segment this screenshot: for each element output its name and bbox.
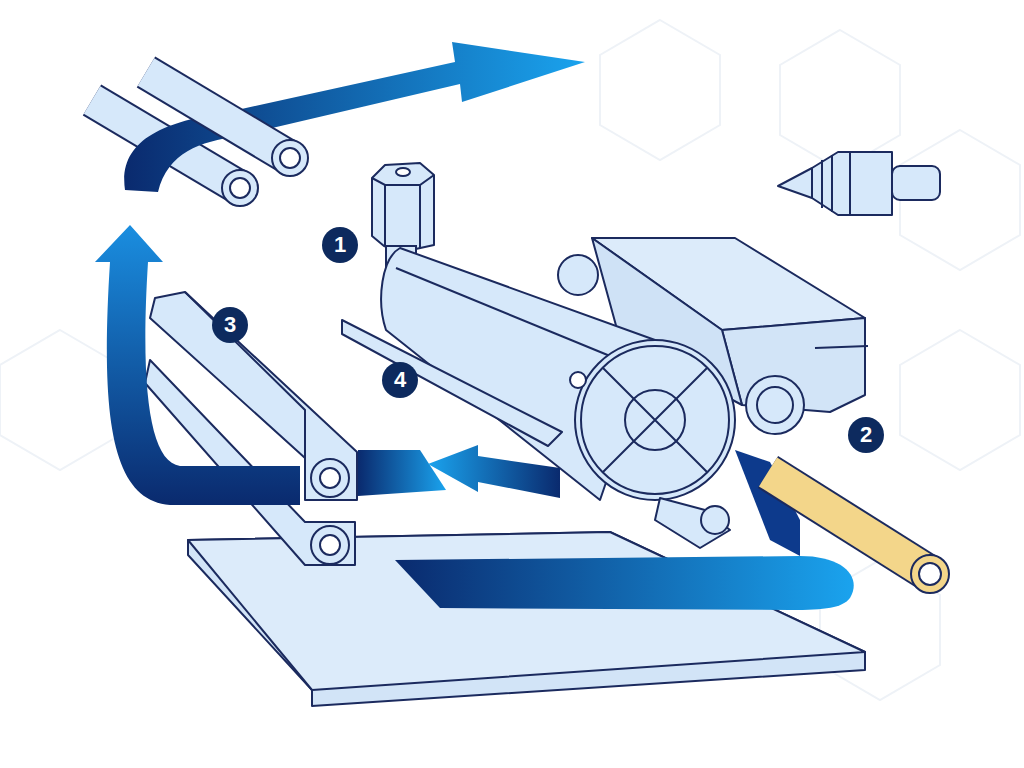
hexagon-background — [0, 20, 1020, 700]
base-plate-side — [188, 532, 865, 706]
callout-circle — [212, 307, 248, 343]
callout-number: 2 — [848, 417, 884, 453]
roller-rim — [581, 346, 729, 494]
roller-bore — [320, 468, 340, 488]
housing-slot — [815, 346, 868, 348]
rod-end — [911, 555, 949, 593]
roller-bore — [757, 387, 793, 423]
base-plate — [188, 532, 865, 690]
callout-circle — [848, 417, 884, 453]
roller-end — [311, 459, 349, 497]
flow-arrow — [124, 42, 585, 192]
pressure-roller — [746, 376, 804, 434]
rod-bore — [919, 563, 941, 585]
upper-roller-bar — [150, 292, 357, 500]
support-roller — [701, 506, 729, 534]
guide-roller — [146, 72, 290, 158]
flow-arrow — [428, 445, 560, 498]
roller-outline — [146, 72, 290, 158]
hex-nozzle — [372, 163, 434, 252]
callout-number: 1 — [334, 234, 346, 256]
feed-rod — [768, 472, 930, 574]
callout-number: 1 — [322, 227, 358, 263]
callout-circle — [322, 227, 358, 263]
nozzle-edge — [372, 175, 434, 249]
callout-number: 3 — [212, 307, 248, 343]
background-hexagon — [900, 330, 1020, 470]
roller-end — [311, 526, 349, 564]
callout-number: 4 — [382, 362, 418, 398]
flow-arrow — [395, 556, 854, 610]
roller-bore — [230, 178, 250, 198]
rod-outline — [768, 472, 930, 574]
callout-number: 2 — [860, 424, 872, 446]
roller-ridge — [396, 268, 610, 356]
roller-bore — [320, 535, 340, 555]
doctor-blade — [342, 320, 562, 446]
flow-arrow — [95, 225, 300, 505]
roller-end — [222, 170, 258, 206]
flow-arrow — [358, 450, 446, 496]
bolt — [570, 372, 586, 388]
nozzle-shank — [892, 166, 940, 200]
nozzle-tip — [778, 152, 892, 215]
callout-number: 4 — [394, 369, 406, 391]
background-hexagon — [0, 330, 120, 470]
roller-support — [655, 498, 730, 548]
background-hexagon — [780, 30, 900, 170]
callout-number: 3 — [224, 314, 236, 336]
background-hexagon — [600, 20, 720, 160]
roller-face — [575, 340, 735, 500]
roller-end — [272, 140, 308, 176]
roller-spokes — [603, 368, 707, 472]
bar-edge — [185, 292, 305, 458]
nozzle-thread — [812, 152, 850, 215]
callout-circle — [382, 362, 418, 398]
plate-edge — [311, 690, 313, 706]
nozzle-hole — [396, 168, 410, 176]
roller-bore — [280, 148, 300, 168]
drive-hub — [558, 255, 598, 295]
